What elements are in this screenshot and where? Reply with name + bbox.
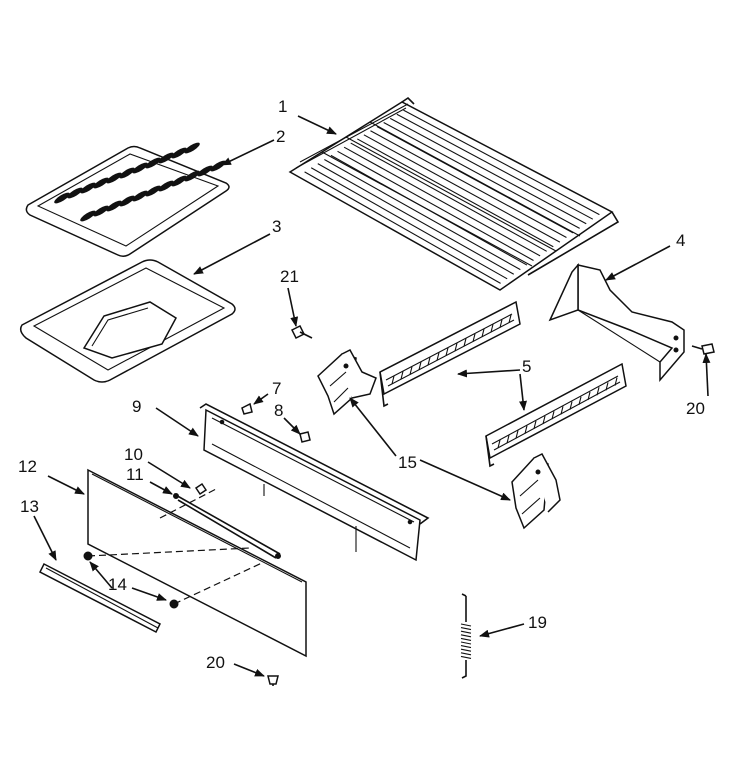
callout-5: 5: [522, 357, 531, 376]
callout-1: 1: [278, 97, 287, 116]
drawer-bracket-left: [317, 349, 377, 416]
callout-labels: 1 2 3 4 5 7 8 9 10 11 12 13 14 15 19 20 …: [18, 97, 705, 672]
callout-3: 3: [272, 217, 281, 236]
oven-rack: [288, 96, 620, 291]
callout-14: 14: [108, 575, 127, 594]
drawer-spring: [460, 593, 472, 679]
callout-7: 7: [272, 379, 281, 398]
callout-20-upper: 20: [686, 399, 705, 418]
callout-9: 9: [132, 397, 141, 416]
callout-19: 19: [528, 613, 547, 632]
broiler-pan: [19, 259, 236, 383]
callout-4: 4: [676, 231, 685, 250]
screw-7: [241, 402, 253, 415]
screw-20-lower: [267, 675, 279, 686]
assembly-lines: [87, 487, 265, 605]
rack-support-bracket: [548, 262, 685, 383]
drawer-bracket-right: [511, 453, 561, 530]
screw-21: [290, 324, 313, 340]
callout-11: 11: [126, 465, 144, 484]
broiler-grid: [25, 142, 230, 258]
callout-20-lower: 20: [206, 653, 225, 672]
callout-8: 8: [274, 401, 283, 420]
screw-20-upper: [691, 343, 715, 355]
slide-rail-left: [379, 300, 521, 408]
slide-rail-right: [485, 362, 627, 468]
callout-10: 10: [124, 445, 143, 464]
screw-8: [299, 431, 311, 443]
callout-21: 21: [280, 267, 299, 286]
callout-2: 2: [276, 127, 285, 146]
drawer-front: [87, 468, 307, 658]
callout-15: 15: [398, 453, 417, 472]
leader-lines: [33, 115, 711, 677]
screw-10: [194, 482, 208, 496]
drawer-frame-panel: [199, 403, 430, 562]
callout-12: 12: [18, 457, 37, 476]
callout-13: 13: [20, 497, 39, 516]
drawer-trim-strip: [38, 562, 162, 634]
handle-rod: [173, 493, 281, 559]
